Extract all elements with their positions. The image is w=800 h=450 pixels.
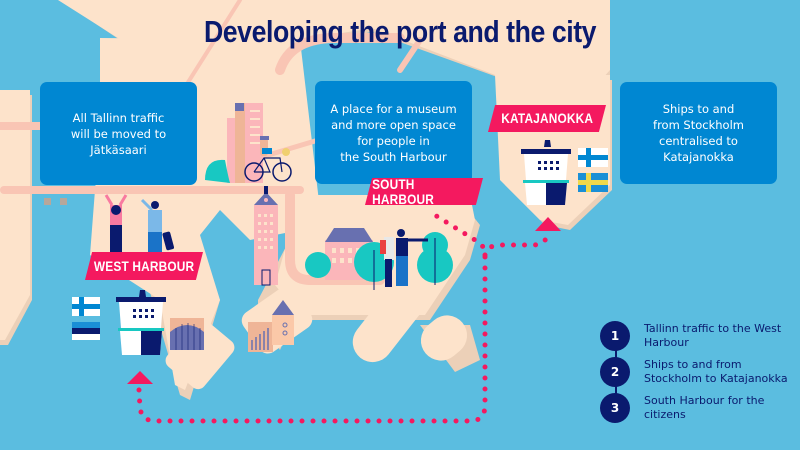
arrow-up-icon [535, 217, 561, 231]
finland-flag [578, 148, 608, 167]
legend-text: South Harbour for the citizens [644, 394, 765, 421]
ship-katajanokka [521, 140, 571, 205]
estonia-flag [72, 322, 100, 340]
route-dots [136, 209, 549, 424]
ship-west-harbour [116, 290, 166, 355]
info-box-text: Ships to and from Stockholm centralised … [653, 102, 744, 164]
info-box-west: All Tallinn traffic will be moved to Jät… [40, 82, 197, 185]
sweden-flag [578, 173, 608, 192]
legend-item: 2 Ships to and from Stockholm to Katajan… [600, 354, 794, 390]
tag-west-harbour: WEST HARBOUR [85, 252, 203, 280]
pier [44, 198, 51, 205]
arrow-up-icon [127, 371, 153, 384]
legend-number-badge: 1 [600, 321, 630, 351]
info-box-text: All Tallinn traffic will be moved to Jät… [70, 110, 167, 157]
tag-katajanokka: KATAJANOKKA [488, 105, 606, 132]
legend-item: 3 South Harbour for the citizens [600, 390, 794, 426]
legend-item: 1 Tallinn traffic to the West Harbour [600, 318, 794, 354]
finland-flag [72, 297, 100, 316]
city-buildings [104, 103, 453, 352]
legend-number-badge: 2 [600, 357, 630, 387]
tag-south-harbour: SOUTH HARBOUR [365, 178, 483, 205]
pier [60, 198, 67, 205]
tree-icon [305, 252, 331, 278]
legend-text: Tallinn traffic to the West Harbour [644, 322, 782, 349]
info-box-south: A place for a museum and more open space… [315, 81, 472, 184]
page-title: Developing the port and the city [203, 14, 597, 49]
info-box-katajanokka: Ships to and from Stockholm centralised … [620, 82, 777, 184]
legend-text: Ships to and from Stockholm to Katajanok… [644, 358, 788, 385]
legend-number-badge: 3 [600, 393, 630, 423]
info-box-text: A place for a museum and more open space… [330, 101, 457, 164]
